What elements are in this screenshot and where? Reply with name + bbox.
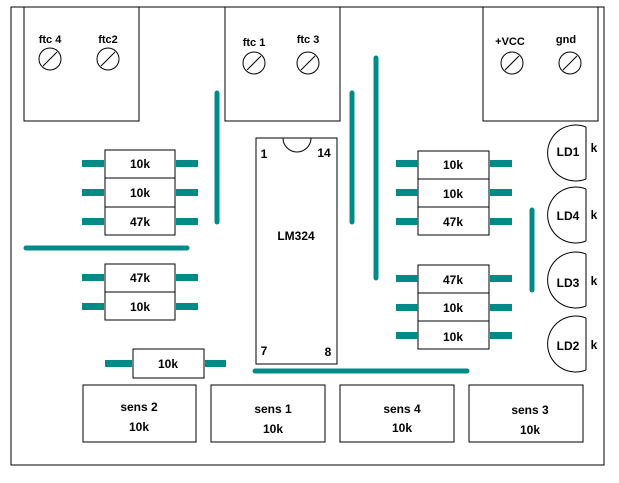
ic-lm324: LM324 1 14 7 8 (255, 137, 338, 365)
sensor-sens4: sens 4 10k (339, 384, 455, 443)
connector-block-right: +VCC gnd (482, 6, 599, 122)
resistor-value: 10k (443, 330, 463, 344)
screw-terminal-icon (242, 51, 266, 75)
resistor-bank-left-top: 10k 10k 47k (82, 149, 198, 236)
resistor-value: 10k (443, 301, 463, 315)
screw-terminal-icon (296, 51, 320, 75)
connector-label-vcc: +VCC (495, 36, 525, 48)
led-ld2: LD2 k (547, 315, 598, 373)
screw-terminal-icon (96, 47, 120, 71)
sensor-label: sens 4 (383, 402, 421, 416)
led-ld1: LD1 k (547, 124, 598, 182)
sensor-value: 10k (129, 420, 149, 434)
led-label: LD4 (557, 209, 580, 223)
led-ld3: LD3 k (547, 251, 598, 309)
sensor-value: 10k (263, 422, 283, 436)
resistor-bank-right-top: 10k 10k 47k (396, 150, 512, 236)
traces (23, 55, 535, 374)
ic-pin-label: 1 (261, 147, 268, 161)
resistor-value: 47k (130, 215, 150, 229)
led-cathode-mark: k (591, 141, 598, 155)
led-cathode-mark: k (591, 274, 598, 288)
connector-label-ftc3: ftc 3 (297, 34, 320, 46)
resistor-value: 10k (443, 158, 463, 172)
ic-pin-label: 7 (261, 344, 268, 358)
connector-label-ftc1: ftc 1 (243, 37, 266, 49)
resistor-value: 10k (130, 157, 150, 171)
led-cathode-mark: k (591, 208, 598, 222)
led-label: LD2 (557, 339, 580, 353)
resistor-bank-left-bottom: 47k 10k (82, 263, 198, 321)
sensor-sens3: sens 3 10k (468, 384, 584, 443)
screw-terminal-icon (38, 47, 62, 71)
sensor-value: 10k (520, 423, 540, 437)
sensor-sens1: sens 1 10k (210, 384, 326, 443)
screw-terminal-icon (558, 51, 582, 75)
ic-pin-label: 14 (317, 146, 331, 160)
ic-name: LM324 (277, 229, 315, 243)
screw-terminal-icon (500, 51, 524, 75)
sensor-value: 10k (392, 421, 412, 435)
connector-block-center: ftc 1 ftc 3 (224, 6, 341, 122)
sensor-label: sens 2 (120, 400, 158, 414)
resistor-value: 10k (443, 187, 463, 201)
sensor-label: sens 1 (254, 402, 292, 416)
connector-label-ftc2: ftc2 (98, 34, 118, 46)
resistor-single: 10k (105, 348, 226, 379)
connector-label-ftc4: ftc 4 (39, 34, 63, 46)
resistor-value: 10k (130, 186, 150, 200)
resistor-bank-right-bottom: 47k 10k 10k (396, 264, 512, 350)
resistor-value: 10k (158, 357, 178, 371)
ic-pin-label: 8 (325, 345, 332, 359)
led-label: LD1 (557, 145, 580, 159)
led-cathode-mark: k (591, 338, 598, 352)
sensor-label: sens 3 (511, 403, 549, 417)
resistor-value: 10k (130, 300, 150, 314)
resistor-value: 47k (130, 271, 150, 285)
resistor-value: 47k (443, 273, 463, 287)
led-ld4: LD4 k (547, 186, 598, 244)
connector-block-left: ftc 4 ftc2 (23, 6, 140, 122)
resistor-value: 47k (443, 215, 463, 229)
sensor-sens2: sens 2 10k (82, 384, 197, 443)
led-label: LD3 (557, 276, 580, 290)
connector-label-gnd: gnd (556, 34, 576, 46)
